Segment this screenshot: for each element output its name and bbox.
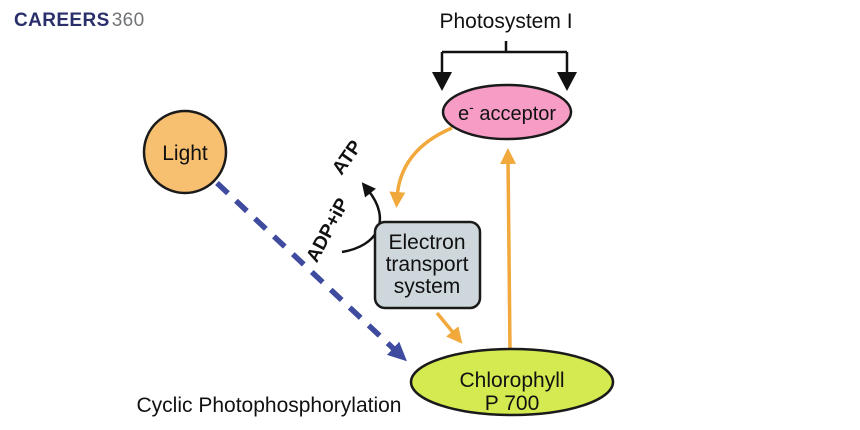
down-arrow-right-icon: [557, 72, 577, 91]
light-circle: [142, 109, 228, 195]
diagram-title: Cyclic Photophosphorylation: [137, 394, 402, 417]
logo-brand-text: CAREERS: [14, 10, 110, 31]
chlorophyll-label-line2: P 700: [485, 392, 540, 415]
ets-box: [373, 220, 482, 310]
light-label: Light: [162, 142, 208, 165]
photosystem-bracket: [440, 41, 569, 74]
ets-label-line3: system: [394, 275, 461, 298]
chlorophyll-to-acceptor-arrow: [500, 148, 517, 351]
logo-suffix-text: 360: [111, 10, 145, 31]
ets-to-chlorophyll-arrow: [435, 311, 463, 344]
chlorophyll-ellipse: [409, 347, 615, 417]
atp-label: ATP: [328, 137, 366, 179]
down-arrow-left-icon: [432, 72, 452, 91]
chlorophyll-label-line1: Chlorophyll: [459, 369, 564, 392]
e-acceptor-base: e: [458, 103, 469, 125]
photosystem-label: Photosystem I: [439, 10, 572, 33]
acceptor-to-ets-arrow: [389, 126, 453, 208]
e-acceptor-label: e- acceptor: [458, 99, 556, 125]
ets-label-line2: transport: [386, 253, 469, 276]
e-acceptor-ellipse: [441, 83, 573, 141]
e-acceptor-rest: acceptor: [474, 103, 557, 125]
e-acceptor-superscript: -: [469, 99, 474, 115]
ets-label-line1: Electron: [388, 231, 465, 254]
light-to-chlorophyll-arrow: [215, 180, 407, 362]
adp-label: ADP+iP: [303, 195, 354, 266]
